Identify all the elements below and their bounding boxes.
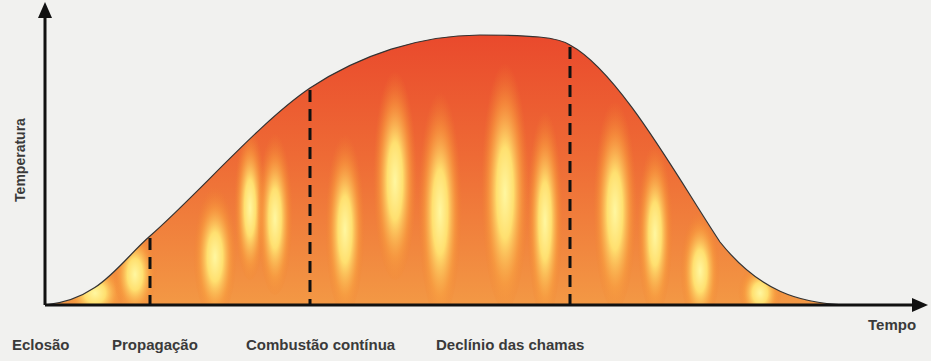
- flame-fill: [40, 0, 860, 325]
- phase-dividers: [150, 47, 570, 304]
- axis-title: Tempo: [868, 316, 916, 333]
- curve-outline: [45, 35, 845, 305]
- phase-label: Propagação: [112, 336, 198, 353]
- axes: [38, 2, 928, 312]
- phase-label: Eclosão: [12, 336, 70, 353]
- axis-title: Temperatura: [12, 118, 28, 202]
- phase-label: Combustão contínua: [246, 336, 395, 353]
- phase-label: Declínio das chamas: [436, 336, 584, 353]
